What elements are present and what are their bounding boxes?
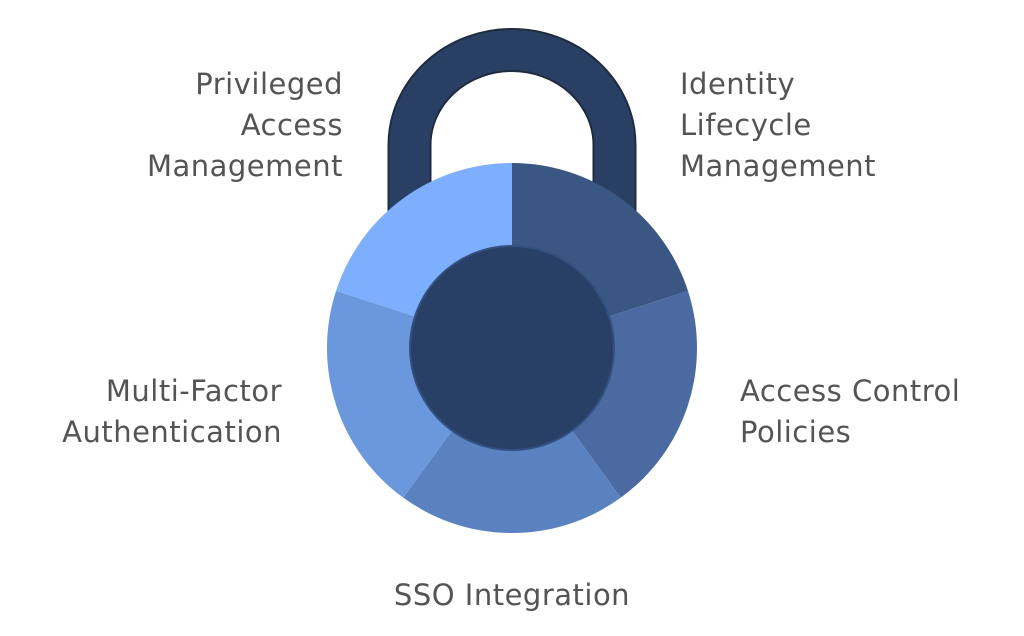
label-line: Management: [680, 149, 877, 183]
label-line: Authentication: [62, 415, 282, 449]
label-line: SSO Integration: [393, 578, 631, 612]
label-line: Access: [240, 108, 343, 142]
lock-center-circle: [409, 245, 615, 451]
padlock-shackle: [389, 30, 635, 240]
label-line: Management: [146, 149, 343, 183]
label-line: Lifecycle: [680, 108, 812, 142]
label-privileged-access-management: Privileged Access Management: [147, 64, 343, 187]
label-identity-lifecycle-management: Identity Lifecycle Management: [680, 64, 876, 187]
label-multi-factor-authentication: Multi-Factor Authentication: [62, 371, 282, 453]
label-sso-integration: SSO Integration: [0, 575, 1024, 616]
label-line: Privileged: [195, 67, 343, 101]
label-line: Access Control: [740, 374, 961, 408]
label-access-control-policies: Access Control Policies: [740, 371, 960, 453]
label-line: Multi-Factor: [105, 374, 282, 408]
label-line: Policies: [740, 415, 852, 449]
label-line: Identity: [680, 67, 796, 101]
